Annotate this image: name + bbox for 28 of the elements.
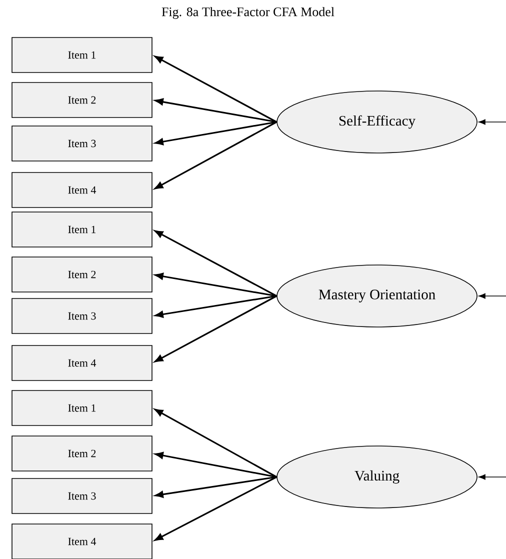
item-box: Item 1 [12, 37, 152, 73]
arrow [154, 295, 277, 362]
arrow [154, 295, 277, 318]
arrow [154, 56, 277, 123]
item-box: Item 3 [12, 478, 152, 514]
item-box: Item 4 [12, 345, 152, 381]
arrow [154, 476, 277, 498]
item-box: Item 2 [12, 82, 152, 118]
arrow [154, 272, 277, 297]
arrow [154, 452, 277, 478]
item-box: Item 2 [12, 436, 152, 472]
arrow [478, 474, 506, 480]
arrow [154, 408, 277, 478]
arrow [154, 121, 277, 146]
arrow [478, 293, 506, 299]
item-box: Item 3 [12, 298, 152, 334]
arrow [154, 121, 277, 190]
item-box: Item 4 [12, 172, 152, 208]
title: Fig. 8a Three-Factor CFA Model [162, 7, 334, 19]
item-box: Item 1 [12, 390, 152, 426]
item-box: Item 2 [12, 256, 152, 292]
item-box: Item 3 [12, 126, 152, 162]
arrow [154, 230, 277, 297]
item-box: Item 1 [12, 212, 152, 248]
arrow [154, 476, 277, 541]
arrow [154, 98, 277, 123]
item-box: Item 4 [12, 524, 152, 559]
arrow [478, 119, 506, 125]
